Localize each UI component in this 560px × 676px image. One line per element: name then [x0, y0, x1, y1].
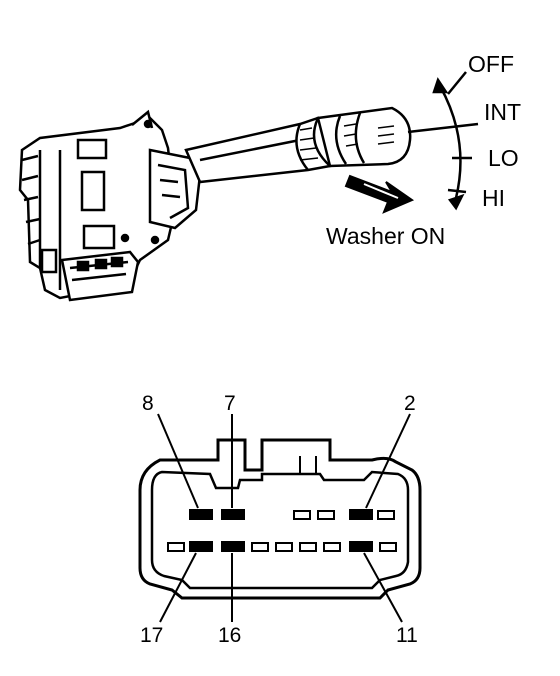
pin-label-7: 7: [224, 392, 236, 415]
position-label-off: OFF: [468, 51, 514, 77]
pin-label-8: 8: [142, 392, 154, 415]
washer-on-label: Washer ON: [326, 223, 445, 249]
switch-assembly: OFF INT LO HI Washer ON: [18, 51, 521, 302]
pin-label-17: 17: [140, 624, 163, 647]
washer-arrow: [344, 174, 415, 214]
connector-inner: [150, 470, 410, 590]
switch-body: [18, 109, 202, 302]
connector: 8 7 2 17 16 11: [138, 392, 422, 647]
pin-label-16: 16: [218, 624, 241, 647]
position-label-hi: HI: [482, 185, 505, 211]
lever-stalk: [184, 106, 412, 184]
pin-label-2: 2: [404, 392, 416, 415]
position-label-lo: LO: [488, 145, 519, 171]
terminal-row-top: [189, 509, 395, 520]
pin-label-11: 11: [396, 624, 418, 647]
terminal-row-bottom: [167, 541, 397, 552]
position-label-int: INT: [484, 99, 521, 125]
pin-leaders: [157, 413, 411, 623]
position-arc: [407, 71, 479, 211]
